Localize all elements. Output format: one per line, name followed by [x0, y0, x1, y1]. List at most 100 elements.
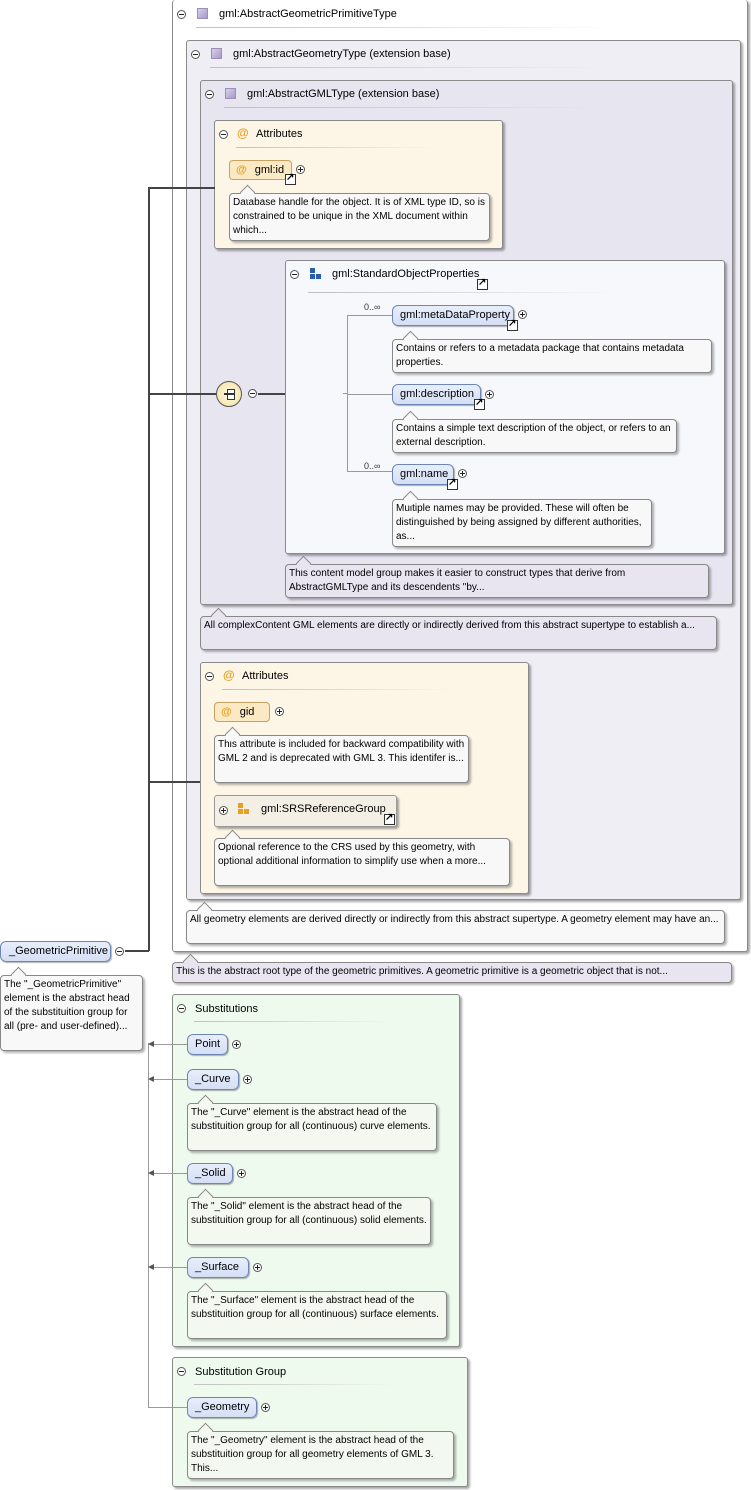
geometric-primitive-element[interactable]: _GeometricPrimitive — [0, 941, 111, 962]
reference-link-icon[interactable] — [285, 172, 296, 185]
divider — [194, 1384, 394, 1385]
geometry-doc: The "_Geometry" element is the abstract … — [187, 1431, 454, 1479]
divider — [222, 689, 452, 690]
gid-attribute[interactable]: @ gid — [214, 702, 270, 722]
connector — [125, 950, 149, 952]
reference-link-icon[interactable] — [474, 397, 485, 410]
connector — [154, 1079, 187, 1080]
collapse-toggle[interactable] — [191, 50, 200, 59]
collapse-toggle[interactable] — [115, 947, 124, 956]
expand-toggle[interactable] — [518, 310, 527, 319]
expand-toggle[interactable] — [237, 1169, 246, 1178]
description-doc: Contains a simple text description of th… — [392, 419, 677, 453]
connector — [154, 1044, 187, 1045]
attribute-icon: @ — [237, 126, 249, 140]
connector — [347, 315, 392, 316]
connector — [148, 781, 200, 783]
collapse-toggle[interactable] — [248, 389, 257, 398]
connector — [347, 471, 392, 472]
surface-doc: The "_Surface" element is the abstract h… — [187, 1291, 447, 1339]
attribute-icon: @ — [223, 668, 235, 682]
divider — [210, 67, 610, 68]
divider — [194, 1021, 394, 1022]
gml-type-name: gml:AbstractGMLType (extension base) — [247, 88, 440, 100]
connector — [347, 394, 392, 395]
expand-toggle[interactable] — [275, 707, 284, 716]
point-element[interactable]: Point — [187, 1034, 228, 1055]
collapse-toggle[interactable] — [290, 270, 299, 279]
complex-type-icon — [197, 8, 208, 19]
reference-link-icon[interactable] — [507, 318, 518, 331]
connector — [148, 1407, 187, 1408]
connector — [148, 188, 150, 951]
arrow-icon — [148, 1170, 154, 1176]
curve-doc: The "_Curve" element is the abstract hea… — [187, 1103, 437, 1151]
expand-toggle[interactable] — [261, 1403, 270, 1412]
metadata-property-doc: Contains or refers to a metadata package… — [392, 339, 712, 373]
geometry-type-doc: All geometry elements are derived direct… — [186, 910, 725, 944]
attribute-icon: @ — [221, 706, 232, 718]
gid-doc: This attribute is included for backward … — [214, 735, 469, 783]
substitutions-title: Substitutions — [195, 1003, 258, 1015]
expand-toggle[interactable] — [458, 469, 467, 478]
divider — [308, 292, 618, 293]
expand-toggle[interactable] — [243, 1075, 252, 1084]
substitution-group-title: Substitution Group — [195, 1366, 287, 1378]
gml-type-doc: All complexContent GML elements are dire… — [200, 616, 717, 650]
group-icon — [310, 268, 322, 280]
gml-id-label: gml:id — [254, 164, 285, 176]
srs-group-doc: Optional reference to the CRS used by th… — [214, 838, 510, 886]
root-type-doc: This is the abstract root type of the ge… — [172, 962, 732, 983]
arrow-icon — [148, 1264, 154, 1270]
expand-toggle[interactable] — [485, 390, 494, 399]
root-type-name: gml:AbstractGeometricPrimitiveType — [219, 8, 397, 20]
reference-link-icon[interactable] — [384, 812, 395, 825]
sequence-compositor-icon[interactable] — [216, 381, 242, 407]
name-doc: Multiple names may be provided. These wi… — [392, 499, 652, 547]
expand-toggle[interactable] — [219, 806, 228, 815]
attributes-title: Attributes — [242, 670, 289, 682]
expand-toggle[interactable] — [232, 1040, 241, 1049]
arrow-icon — [148, 1041, 154, 1047]
cardinality-label: 0..∞ — [364, 461, 381, 471]
name-element[interactable]: gml:name — [392, 464, 454, 485]
collapse-toggle[interactable] — [177, 10, 186, 19]
collapse-toggle[interactable] — [219, 130, 228, 139]
collapse-toggle[interactable] — [205, 90, 214, 99]
complex-type-icon — [225, 88, 236, 99]
expand-toggle[interactable] — [253, 1263, 262, 1272]
collapse-toggle[interactable] — [205, 672, 214, 681]
divider — [236, 147, 436, 148]
reference-link-icon[interactable] — [447, 477, 458, 490]
solid-doc: The "_Solid" element is the abstract hea… — [187, 1197, 431, 1245]
description-element[interactable]: gml:description — [392, 384, 481, 405]
gid-label: gid — [239, 706, 255, 718]
connector — [148, 187, 215, 189]
metadata-property-element[interactable]: gml:metaDataProperty — [392, 305, 514, 326]
connector — [148, 393, 216, 395]
geometric-primitive-doc: The "_GeometricPrimitive" element is the… — [0, 975, 143, 1051]
attribute-group-icon — [238, 803, 250, 815]
connector — [154, 1267, 187, 1268]
cardinality-label: 0..∞ — [364, 302, 381, 312]
expand-toggle[interactable] — [296, 165, 305, 174]
complex-type-icon — [211, 48, 222, 59]
curve-element[interactable]: _Curve — [187, 1069, 239, 1090]
connector — [258, 393, 300, 395]
arrow-icon — [148, 1076, 154, 1082]
attribute-icon: @ — [236, 164, 247, 176]
connector — [148, 1043, 149, 1407]
divider — [196, 27, 616, 28]
reference-link-icon[interactable] — [477, 277, 488, 290]
divider — [224, 107, 604, 108]
geometry-type-name: gml:AbstractGeometryType (extension base… — [233, 48, 451, 60]
surface-element[interactable]: _Surface — [187, 1257, 249, 1278]
gml-id-doc: Database handle for the object. It is of… — [229, 193, 490, 241]
connector — [343, 393, 348, 394]
connector — [347, 316, 348, 471]
collapse-toggle[interactable] — [177, 1367, 186, 1376]
gml-id-attribute[interactable]: @ gml:id — [229, 160, 292, 180]
solid-element[interactable]: _Solid — [187, 1163, 233, 1184]
collapse-toggle[interactable] — [177, 1004, 186, 1013]
geometry-element[interactable]: _Geometry — [187, 1397, 257, 1418]
